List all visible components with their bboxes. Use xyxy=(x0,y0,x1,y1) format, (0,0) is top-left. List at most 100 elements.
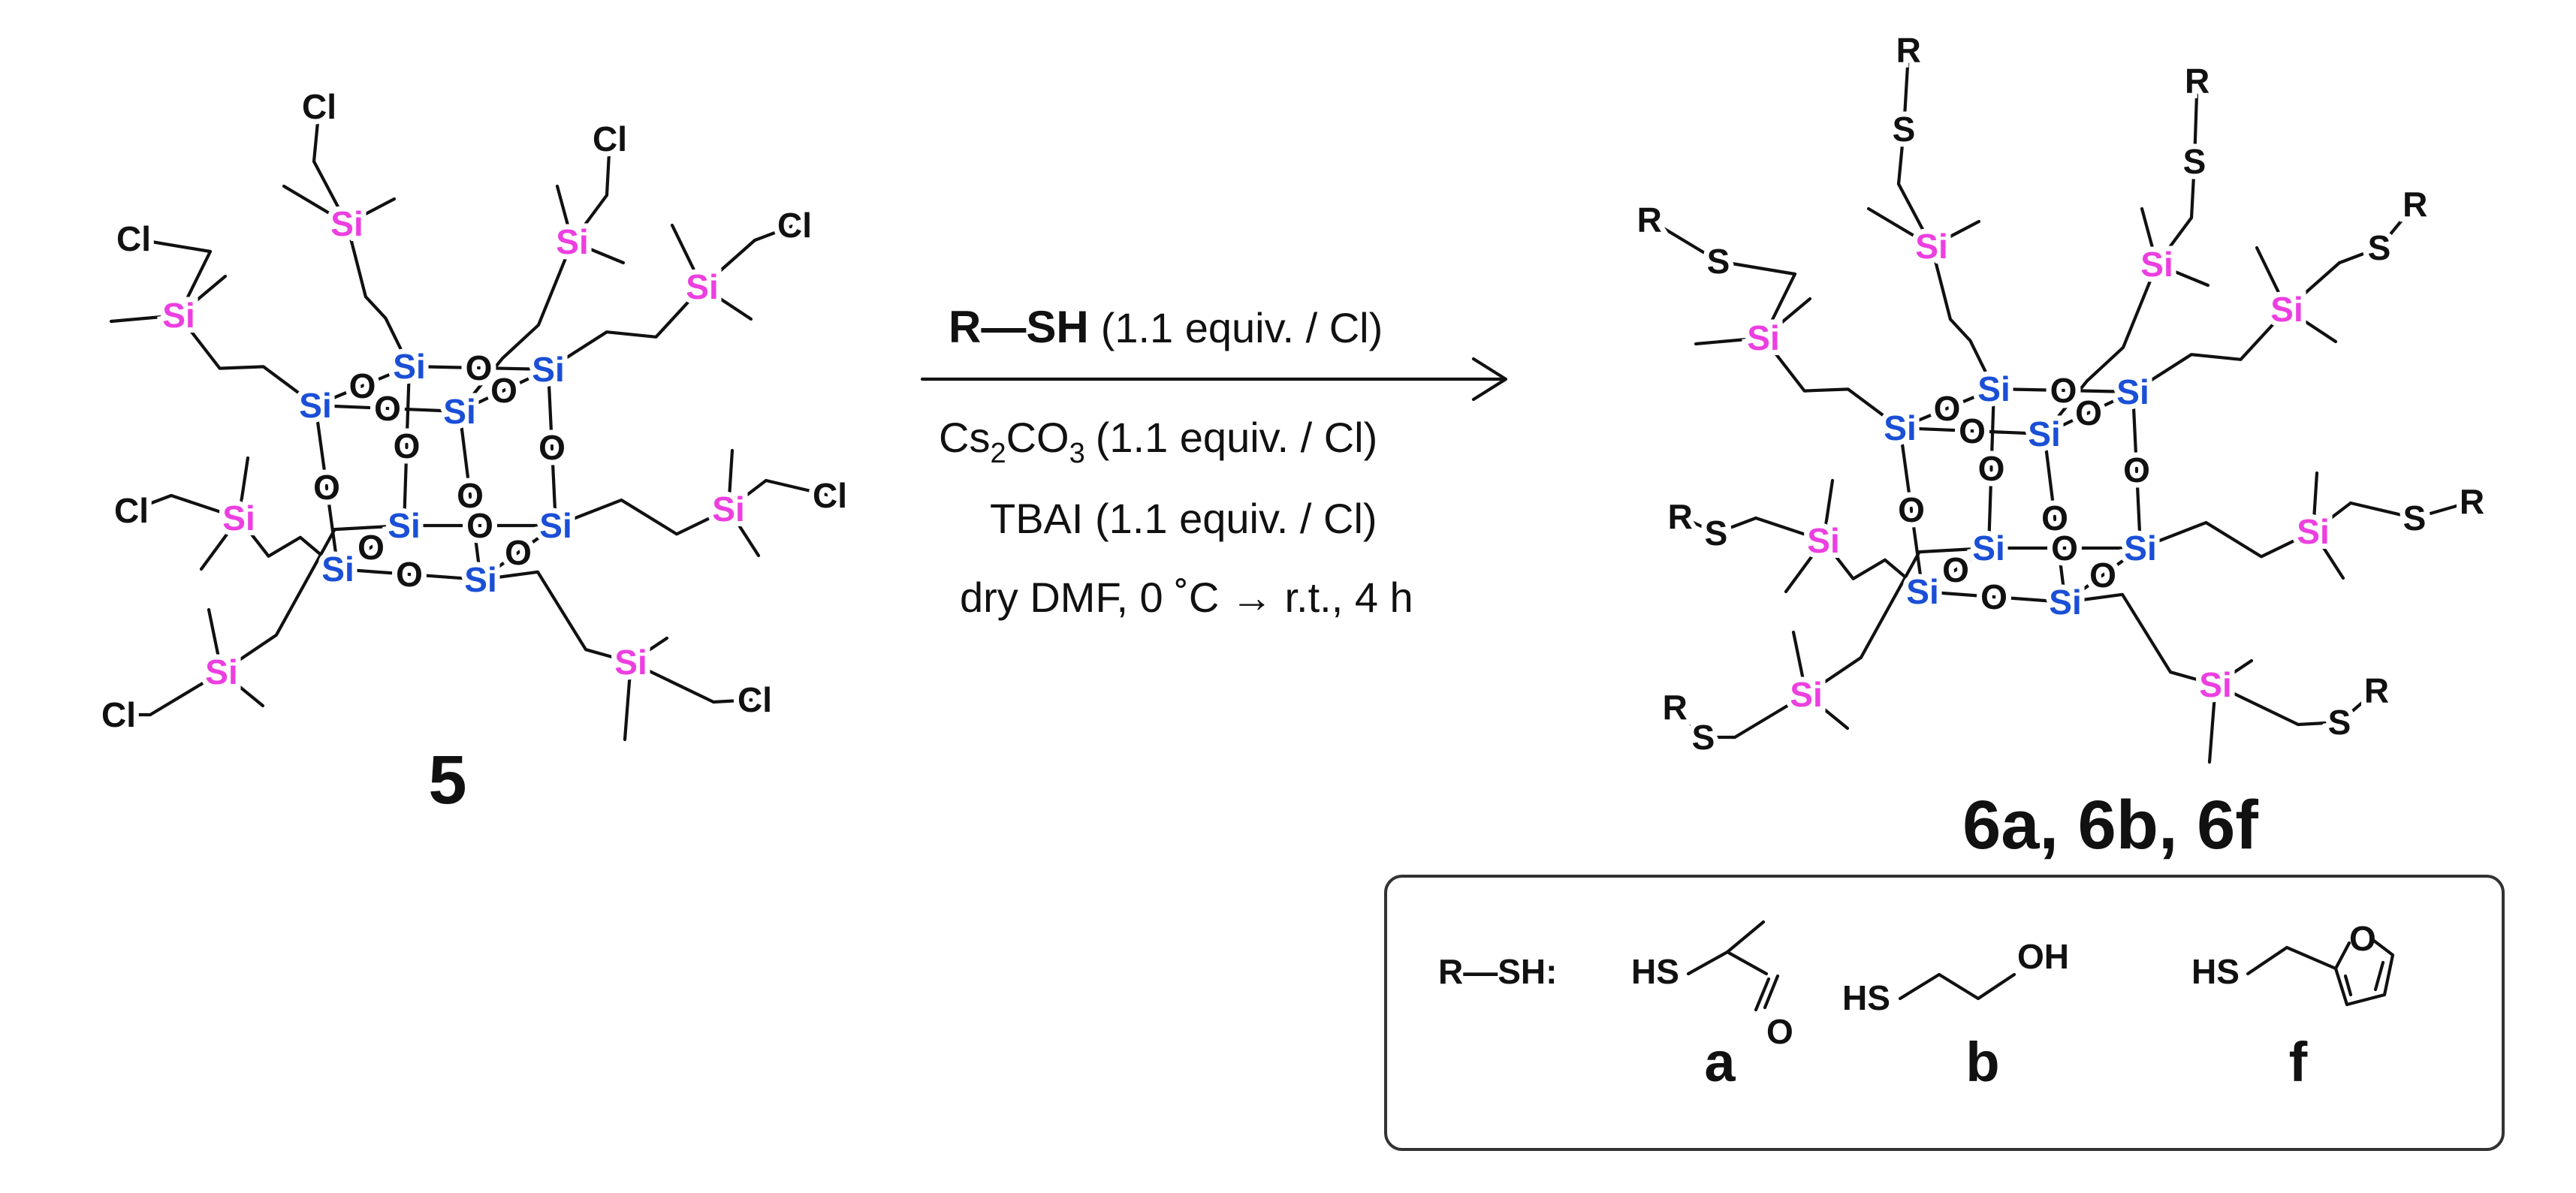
reactant-cage-bond-6 xyxy=(478,523,558,582)
reactant-arm-5-ethylene xyxy=(554,498,731,536)
product-arm-0-s: S xyxy=(1707,242,1730,281)
product-cage-si-7: Si xyxy=(2049,583,2081,622)
compound-label-6: 6a, 6b, 6f xyxy=(1962,787,2258,863)
reactant-cage-bond-4 xyxy=(336,523,406,571)
thiol-b-structure: HS OH b xyxy=(1842,937,2069,1093)
reactant-arm-5-methyl-2 xyxy=(726,507,761,558)
product-arm-2-s: S xyxy=(2183,142,2206,181)
reactant-arm-5-si: Si xyxy=(712,490,744,529)
product-arm-6-si: Si xyxy=(2199,665,2231,704)
product-arm-2-si: Si xyxy=(2140,245,2173,284)
product-cage-si-1: Si xyxy=(1977,369,2010,408)
product-cage-si-0: Si xyxy=(1884,408,1916,447)
product-arm-1-methylene xyxy=(1896,182,1934,249)
product-arm-5-methyl-2 xyxy=(2311,529,2345,580)
product-arm-4-s: S xyxy=(1705,514,1728,553)
product-arm-0-methylene xyxy=(1761,272,1797,340)
conditions-text: dry DMF, 0 ˚C → r.t., 4 h xyxy=(960,574,1413,621)
reactant-cage-o-8: O xyxy=(313,468,340,507)
product-arm-6-ethylene xyxy=(2063,592,2218,687)
product-arm-0-r: R xyxy=(1637,200,1662,240)
reactant-arm-2-si: Si xyxy=(556,222,588,261)
reactant-arm-0-si: Si xyxy=(162,296,195,335)
product-arm-5-si: Si xyxy=(2297,512,2329,551)
reactant-arm-7-ethylene xyxy=(219,523,406,674)
reactant-arm-3-ethylene xyxy=(546,285,704,372)
reactant-cage-o-2: O xyxy=(490,371,517,410)
product-cage-si-2: Si xyxy=(2028,414,2060,453)
legend-border xyxy=(1384,875,2505,1151)
product-arm-5-s-r-bond xyxy=(2412,499,2474,520)
product-arm-0-c-s-bond xyxy=(1716,259,1797,276)
reactant-arm-5-c-cl-bond xyxy=(764,478,832,498)
reactant-arm-7-methylene xyxy=(148,670,224,717)
product-cage-bond-3 xyxy=(1898,426,2047,436)
reactant-cage-o-0: O xyxy=(349,366,376,405)
product-cage-bond-1 xyxy=(1992,387,2135,394)
product-arm-2-s-r-bond xyxy=(2192,79,2199,164)
reactant-cage-si-7: Si xyxy=(464,560,496,599)
product-cage-bond-0 xyxy=(1898,387,1996,430)
product-arm-6-s-r-bond xyxy=(2337,688,2378,725)
product-arm-1-r: R xyxy=(1896,30,1921,69)
reactant-arm-7-methyl-2 xyxy=(219,670,265,708)
reactant-arm-2-methylene xyxy=(570,193,609,244)
product-arm-7-s-r-bond xyxy=(1673,705,1706,740)
product-cage-bond-10 xyxy=(2042,432,2068,604)
reactant-cage-bond-10 xyxy=(457,409,483,582)
thiol-a-bonds xyxy=(1686,920,1780,1012)
reactant-arm-1-cl: Cl xyxy=(302,87,336,126)
product-arm-6-methyl-2 xyxy=(2207,682,2218,764)
product-arm-5-c-s-bond xyxy=(2348,501,2417,520)
reactant-arm-5-methyl-1 xyxy=(726,448,734,511)
reagent-amount: (1.1 equiv. / Cl) xyxy=(1101,304,1383,351)
product-arm-4-methylene xyxy=(1754,516,1826,543)
product-arm-2-c-s-bond xyxy=(2189,159,2197,220)
product-cage-si-4: Si xyxy=(1906,572,1938,611)
thiol-a-label: a xyxy=(1704,1031,1736,1093)
product-cage-o-10: O xyxy=(2041,499,2068,538)
product-arm-3-methylene xyxy=(2285,261,2342,312)
product-arm-3-methyl-1 xyxy=(2255,246,2289,312)
reactant-arm-6-si: Si xyxy=(614,643,647,682)
reactant-arm-6-ethylene xyxy=(478,570,633,664)
product-arm-3-s-r-bond xyxy=(2377,202,2417,250)
product-arm-7-methyl-2 xyxy=(1804,692,1850,731)
reactant-cage-o-11: O xyxy=(538,428,566,467)
product-cage-bond-9 xyxy=(1986,387,1996,550)
reactant-cage-o-9: O xyxy=(394,426,421,465)
product-cage-o-1: O xyxy=(2050,371,2077,410)
product-arm-4-si: Si xyxy=(1807,521,1839,560)
product-arm-6-methylene xyxy=(2213,682,2300,727)
reactant-arm-3-cl: Cl xyxy=(777,206,812,245)
product-arm-5-r: R xyxy=(2460,482,2484,521)
product-arm-7-ethylene xyxy=(1804,546,1991,697)
reactant-arm-3-si: Si xyxy=(686,267,718,306)
reactant-arm-2-cl: Cl xyxy=(593,119,627,158)
furan-ring xyxy=(2333,936,2395,1007)
product-arm-4-methyl-2 xyxy=(1784,538,1826,594)
thiol-a-hs: HS xyxy=(1631,952,1679,991)
base-formula-co: CO xyxy=(1006,414,1069,461)
thiol-f-structure: HS O f xyxy=(2191,919,2395,1093)
base-formula-cs: Cs xyxy=(939,414,990,461)
product-arm-0-methyl-1 xyxy=(1694,336,1766,346)
thiol-b-oh: OH xyxy=(2017,937,2069,976)
reactant-cage-bond-3 xyxy=(313,403,462,414)
reactant-cage-bond-11 xyxy=(546,367,558,528)
product-arm-3-r: R xyxy=(2403,185,2427,224)
reactant-cage-si-4: Si xyxy=(321,550,354,589)
reactant-arm-1-methylene xyxy=(312,159,349,226)
reactant-arm-4-cl: Cl xyxy=(114,491,149,530)
reactant-cage-o-3: O xyxy=(374,389,401,428)
product-arm-2-r: R xyxy=(2185,62,2210,101)
base-amount: (1.1 equiv. / Cl) xyxy=(1096,414,1378,461)
product-arm-4-ethylene xyxy=(1821,538,1925,594)
product-arm-1-s: S xyxy=(1893,110,1916,149)
reactant-arm-1-si: Si xyxy=(330,204,363,243)
reactant-cage-o-4: O xyxy=(357,528,385,567)
product-arm-0-si: Si xyxy=(1747,318,1779,357)
product-arm-1-s-r-bond xyxy=(1902,48,1911,131)
